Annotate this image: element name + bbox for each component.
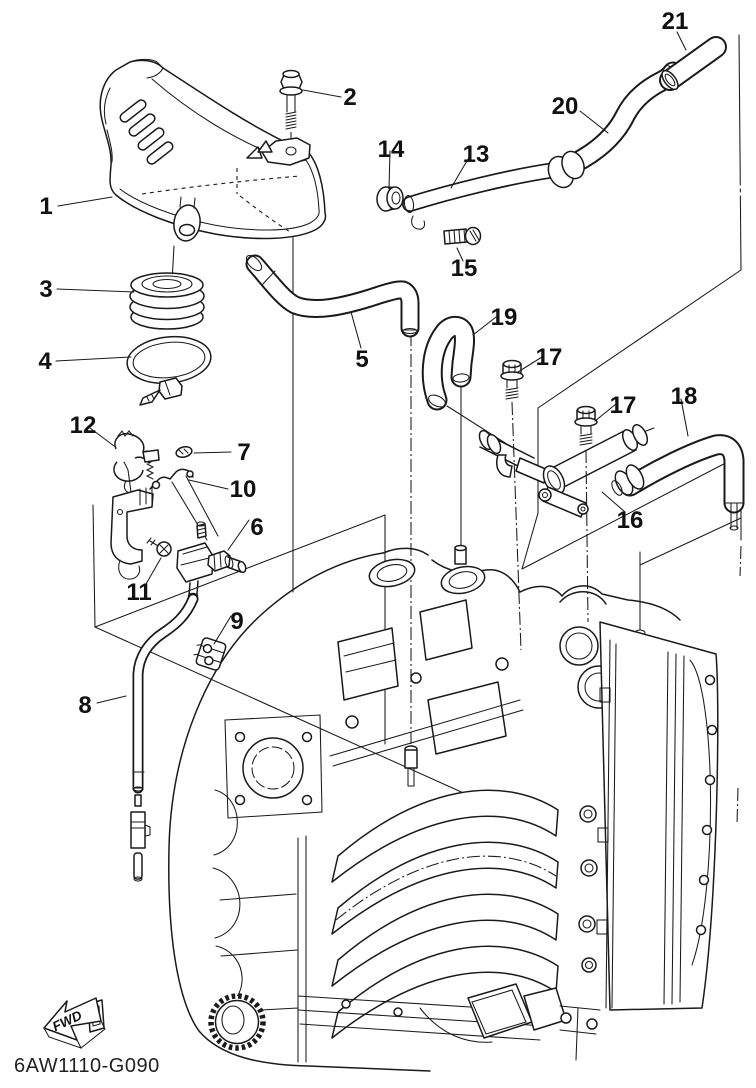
callout-10: 10 (230, 476, 257, 503)
callout-7: 7 (237, 439, 250, 466)
bolt-15 (443, 226, 482, 246)
cover-bolt (279, 69, 303, 130)
cover-mount-tab (246, 137, 311, 166)
callout-19: 19 (491, 304, 518, 331)
callout-5: 5 (355, 346, 368, 373)
fuel-injector-detail (404, 544, 467, 787)
control-valve-6 (176, 521, 247, 600)
callout-numbers: 1 2 3 4 5 6 7 8 9 10 11 12 13 14 15 16 1… (38, 8, 697, 719)
clamp-and-bracket-group (110, 430, 219, 580)
sleeve-21 (659, 36, 727, 91)
band-clamp (126, 335, 212, 406)
part-code: 6AW1110-G090 (14, 1055, 160, 1077)
grommet-14 (376, 186, 404, 212)
callout-4: 4 (38, 348, 52, 375)
cover-hose-clamp (173, 196, 201, 242)
callout-15: 15 (451, 255, 478, 282)
link-lever-10 (149, 468, 219, 541)
screw-7 (175, 446, 193, 458)
callout-11: 11 (126, 579, 151, 606)
callout-17a: 17 (536, 344, 563, 371)
panel-boundary-lines (92, 34, 742, 796)
mount-bracket (110, 461, 154, 580)
callout-6: 6 (250, 514, 263, 541)
hose-18 (611, 434, 745, 531)
screw-11 (146, 537, 172, 557)
callout-18: 18 (671, 383, 698, 410)
installed-joint-pipe (478, 429, 549, 484)
flange-bolt-17a (500, 359, 524, 400)
engine-assembly-drawing (168, 544, 719, 1072)
intake-silencer-cover (99, 58, 327, 242)
hose-13 (402, 162, 563, 230)
callout-21: 21 (662, 8, 689, 35)
callout-17b: 17 (610, 392, 637, 419)
callout-leaders (55, 31, 689, 704)
callout-16: 16 (617, 507, 644, 534)
joint-pipe-16 (538, 424, 655, 518)
callout-20: 20 (552, 93, 579, 120)
callout-13: 13 (463, 141, 490, 168)
hose-19 (421, 315, 476, 411)
callout-12: 12 (70, 412, 97, 439)
callout-3: 3 (39, 276, 52, 303)
callout-1: 1 (39, 193, 52, 220)
callout-2: 2 (343, 84, 356, 111)
cover-vent-slots (119, 99, 174, 165)
callout-8: 8 (78, 692, 91, 719)
hose-5 (245, 254, 420, 338)
flange-bolt-17b (574, 405, 598, 446)
callout-14: 14 (378, 136, 405, 163)
grommet-9 (193, 637, 227, 671)
callout-9: 9 (230, 608, 243, 635)
coiled-duct (129, 272, 205, 330)
wire-clamp-12 (113, 430, 160, 494)
